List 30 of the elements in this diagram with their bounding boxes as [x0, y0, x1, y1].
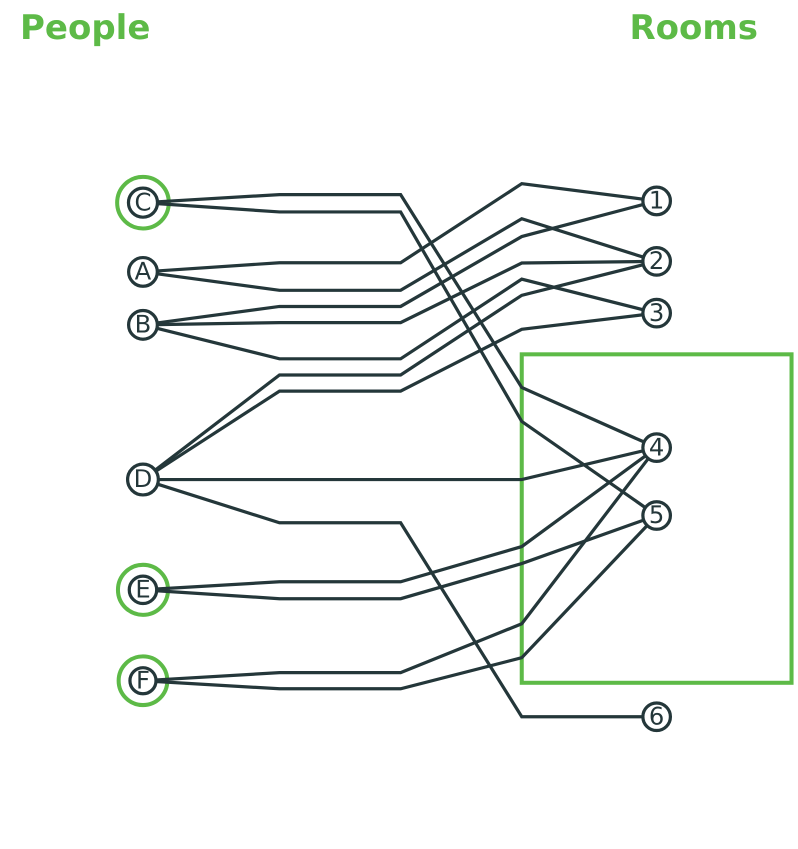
node-circle: D: [126, 462, 160, 497]
connector: [156, 454, 646, 591]
connector: [155, 313, 644, 473]
connector: [157, 202, 646, 509]
connector: [156, 518, 644, 600]
connector: [156, 458, 650, 682]
node-circle: F: [128, 666, 158, 696]
connector: [156, 524, 648, 690]
node-circle: 4: [641, 432, 672, 464]
connector: [157, 260, 643, 326]
node-circle: A: [127, 256, 159, 288]
cluster: [520, 352, 794, 685]
connector: [156, 277, 644, 360]
connector: [157, 182, 644, 273]
annotation-label: Rooms: [629, 8, 758, 50]
node-circle: 6: [641, 701, 672, 732]
connector: [156, 216, 644, 292]
connector: [158, 449, 644, 482]
node-circle: 2: [641, 246, 672, 277]
node-circle: 1: [641, 186, 672, 216]
node-circle: B: [127, 308, 159, 341]
connector: [154, 263, 644, 472]
node-circle: 3: [641, 298, 672, 328]
node-circle: E: [128, 574, 158, 606]
connector: [157, 192, 645, 444]
node-circle: 5: [641, 500, 672, 531]
node-circle: C: [126, 186, 160, 219]
connector: [157, 482, 643, 718]
connector: [157, 202, 644, 325]
annotation-label: People: [20, 8, 150, 50]
